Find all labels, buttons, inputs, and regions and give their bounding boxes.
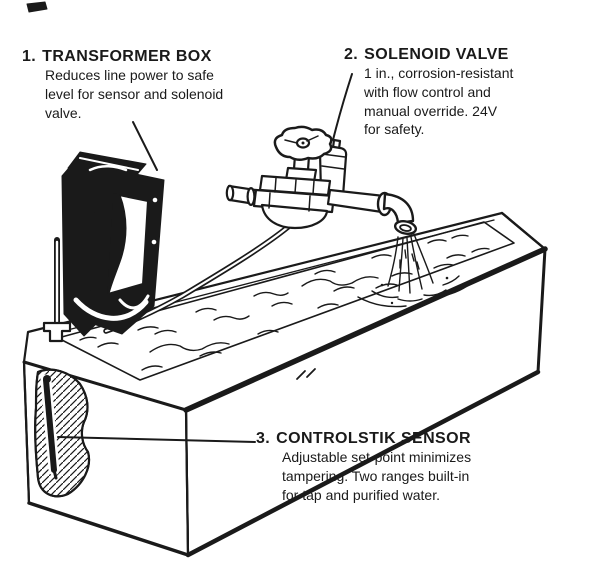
label-number: 2. (344, 46, 359, 63)
label-number: 1. (22, 48, 37, 65)
screw-hole (151, 239, 157, 245)
leader-line-transformer (132, 121, 158, 171)
transformer-box-drawing (42, 151, 165, 343)
label-description: Adjustable set-point minimizes tampering… (282, 448, 471, 504)
label-solenoid-valve: 2. SOLENOID VALVE 1 in., corrosion-resist… (344, 45, 513, 139)
label-text-line: level for sensor and solenoid (45, 85, 224, 102)
label-text-line: with flow control and (364, 83, 491, 100)
leader-line-sensor (57, 436, 256, 443)
handwheel (273, 125, 333, 161)
label-text-line: Adjustable set-point minimizes (282, 449, 472, 465)
label-description: Reduces line power to safe level for sen… (45, 66, 223, 122)
screw-hole (152, 197, 158, 203)
sensor-cutaway (34, 368, 91, 498)
splash-ripples (357, 275, 471, 308)
label-title: TRANSFORMER BOX (42, 48, 212, 65)
label-text-line: for tap and purified water. (282, 486, 440, 503)
label-text-line: tampering. Two ranges built-in (282, 467, 470, 484)
mounting-pole (42, 237, 72, 343)
label-controlstik-sensor: 3. CONTROLSTIK SENSOR Adjustable set-poin… (256, 429, 471, 504)
label-text-line: manual override. 24V (364, 102, 498, 119)
label-number: 3. (256, 430, 271, 447)
scan-artifact (26, 1, 48, 13)
label-text-line: valve. (45, 104, 82, 121)
label-heading: 2. SOLENOID VALVE (344, 45, 513, 64)
label-text-line: 1 in., corrosion-resistant (364, 65, 514, 81)
label-heading: 1. TRANSFORMER BOX (22, 47, 223, 66)
label-text-line: for safety. (364, 121, 425, 138)
label-description: 1 in., corrosion-resistant with flow con… (364, 64, 513, 139)
label-heading: 3. CONTROLSTIK SENSOR (256, 429, 471, 448)
solenoid-valve-drawing (225, 125, 418, 235)
label-text-line: Reduces line power to safe (45, 67, 214, 83)
label-transformer-box: 1. TRANSFORMER BOX Reduces line power to … (22, 47, 223, 122)
outlet-pipe-elbow (326, 188, 418, 235)
label-title: CONTROLSTIK SENSOR (276, 430, 471, 447)
label-title: SOLENOID VALVE (364, 46, 509, 63)
sensor-rod (40, 374, 60, 480)
water-stream-drawing (357, 233, 471, 308)
leader-line-solenoid (332, 73, 353, 141)
pole-foot (42, 321, 72, 343)
valve-body (252, 166, 336, 230)
